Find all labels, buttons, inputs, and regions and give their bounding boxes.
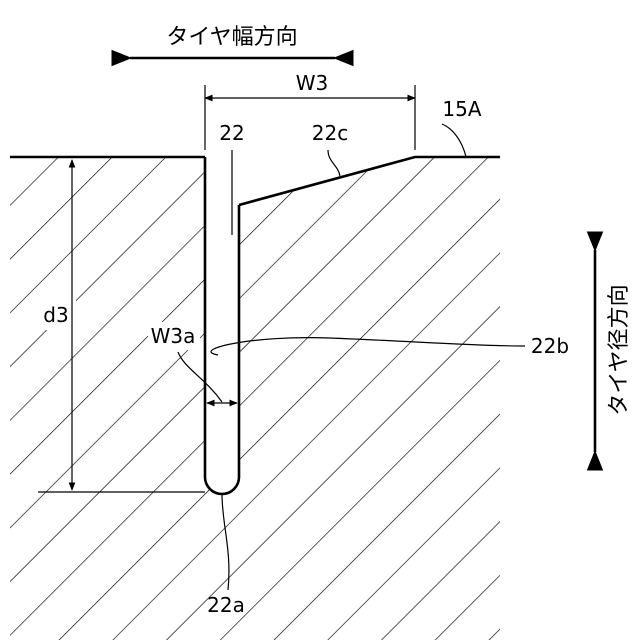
hatched-tread-rubber: [10, 157, 500, 640]
w3-label: W3: [296, 71, 329, 95]
groove-22-label: 22: [219, 121, 244, 145]
tire-radial-direction-label: タイヤ径方向: [607, 284, 632, 415]
w3a-label: W3a: [151, 324, 196, 348]
tire-width-direction-label: タイヤ幅方向: [166, 25, 297, 50]
bottom-22a-label: 22a: [207, 593, 245, 617]
surface-15a-label: 15A: [442, 97, 481, 121]
d3-label: d3: [43, 303, 68, 327]
bevel-22c-label: 22c: [312, 121, 348, 145]
bevel-22c-leader: [328, 150, 340, 176]
groove-22-outline: [205, 157, 239, 494]
surface-15a-leader: [442, 124, 466, 157]
wall-22b-label: 22b: [531, 334, 569, 358]
